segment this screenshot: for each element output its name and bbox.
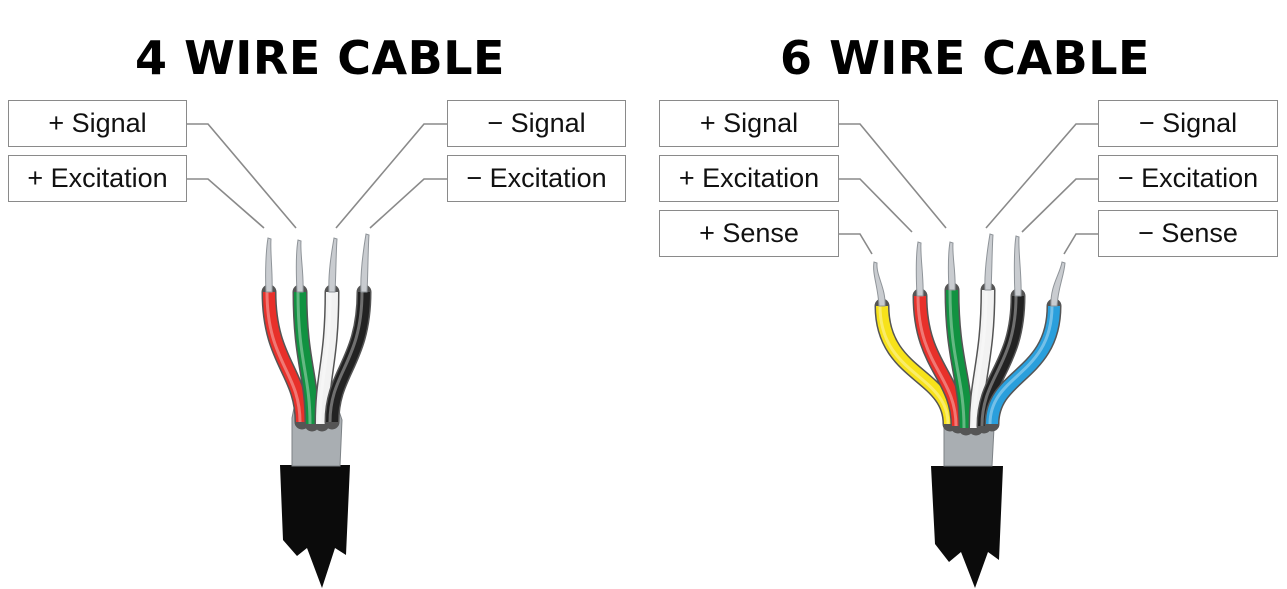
wire6-neg-excitation (976, 235, 1026, 434)
label-4-pos-excitation: + Excitation (8, 155, 187, 202)
label-6-pos-sense: + Sense (659, 210, 839, 257)
wire4-pos-excitation (261, 237, 310, 430)
label-6-neg-excitation: − Excitation (1098, 155, 1278, 202)
label-4-neg-signal: − Signal (447, 100, 626, 147)
wire4-neg-signal (314, 237, 340, 432)
wire6-pos-signal (944, 241, 974, 436)
leader-6-neg-signal (985, 123, 1098, 229)
wire6-neg-signal (968, 233, 996, 436)
label-4-neg-excitation: − Excitation (447, 155, 626, 202)
title-6-wire-cable: 6 WIRE CABLE (780, 31, 1150, 85)
leader-6-pos-signal (839, 123, 947, 229)
label-4-pos-signal: + Signal (8, 100, 187, 147)
label-6-neg-sense: − Sense (1098, 210, 1278, 257)
leader-6-pos-sense (839, 233, 873, 255)
label-6-pos-excitation: + Excitation (659, 155, 839, 202)
wire4-pos-signal (292, 239, 320, 432)
wire6-neg-sense (984, 261, 1066, 432)
leader-4-neg-excitation (369, 178, 447, 229)
leader-6-neg-excitation (1021, 178, 1098, 233)
leader-6-neg-sense (1063, 233, 1098, 255)
wire4-neg-excitation (324, 233, 372, 430)
title-4-wire-cable: 4 WIRE CABLE (135, 31, 505, 85)
label-6-pos-signal: + Signal (659, 100, 839, 147)
wire6-pos-sense (873, 261, 958, 432)
leader-4-neg-signal (335, 123, 447, 229)
wire6-pos-excitation (912, 241, 966, 434)
leader-4-pos-excitation (187, 178, 265, 229)
leader-6-pos-excitation (839, 178, 913, 233)
cable4-jacket (280, 465, 350, 588)
leader-4-pos-signal (187, 123, 297, 229)
cable6-jacket (931, 466, 1003, 588)
label-6-neg-signal: − Signal (1098, 100, 1278, 147)
